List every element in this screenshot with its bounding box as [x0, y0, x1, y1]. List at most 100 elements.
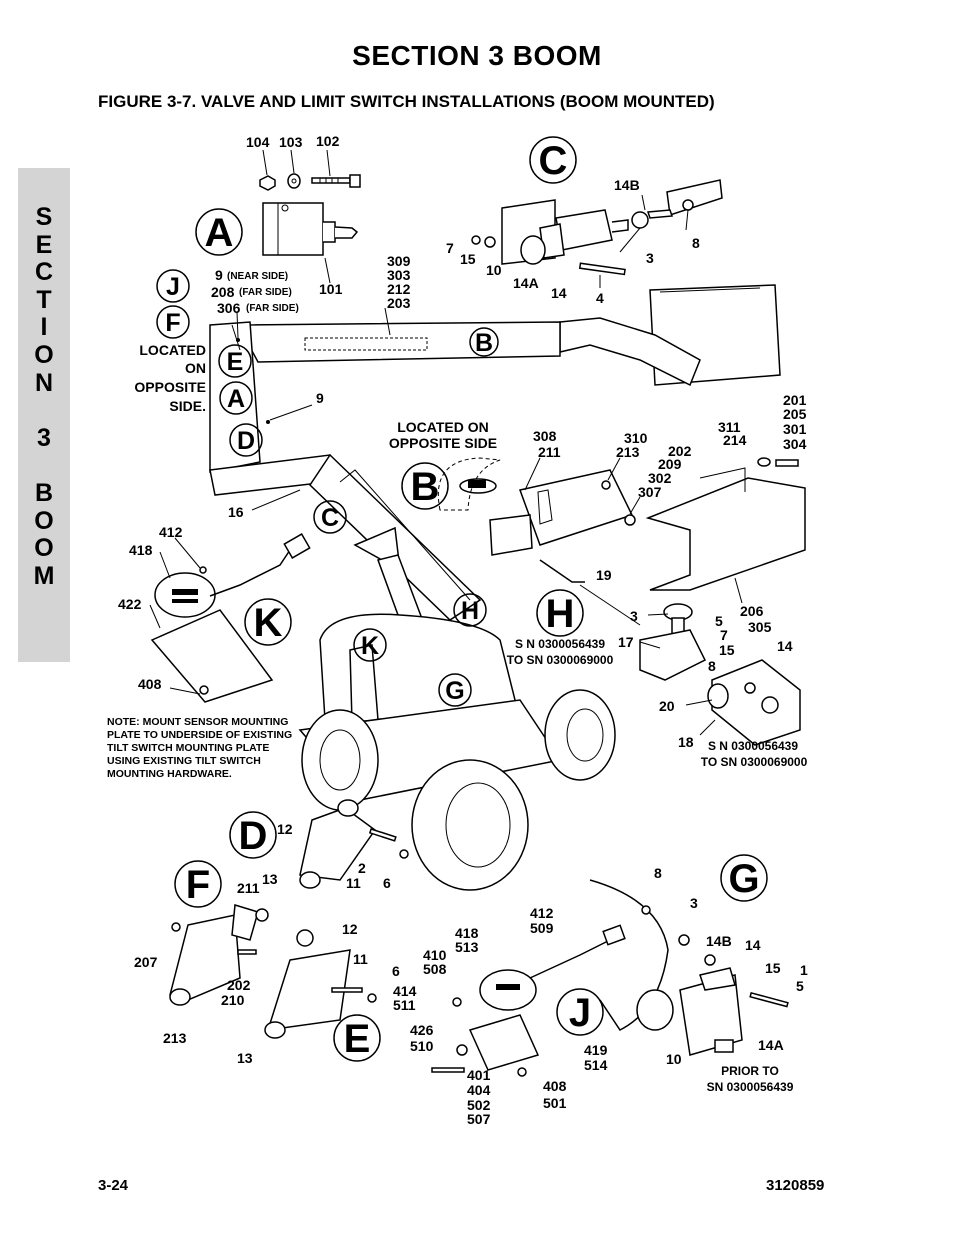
side-tab-letter: E: [35, 230, 53, 259]
label-g-15: 15: [765, 960, 781, 976]
label-426: 426: [410, 1022, 434, 1038]
label-f-207: 207: [134, 954, 158, 970]
callout-d-small: D: [237, 427, 255, 455]
label-d-11: 11: [346, 875, 361, 891]
label-418: 418: [129, 542, 153, 558]
page-number: 3-24: [98, 1177, 129, 1194]
label-508: 508: [423, 961, 447, 977]
callout-k-small: K: [361, 632, 379, 660]
label-201: 201: [783, 392, 807, 408]
label-18: 18: [678, 734, 694, 750]
label-101: 101: [319, 281, 343, 297]
label-304: 304: [783, 436, 807, 452]
callout-k: K: [254, 601, 283, 645]
label-401: 401: [467, 1067, 491, 1083]
label-502: 502: [467, 1097, 491, 1113]
label-14: 14: [551, 285, 567, 301]
note-line-2: PLATE TO UNDERSIDE OF EXISTING: [107, 729, 292, 741]
label-302: 302: [648, 470, 672, 486]
label-14b: 14B: [614, 177, 640, 193]
document-number: 3120859: [766, 1177, 825, 1194]
label-located: LOCATED: [139, 342, 206, 358]
label-501: 501: [543, 1095, 567, 1111]
label-e-13: 13: [237, 1050, 253, 1066]
label-g-14b: 14B: [706, 933, 732, 949]
label-g-8: 8: [654, 865, 662, 881]
side-tab-letter: C: [34, 258, 54, 287]
label-prior-sn: SN 0300056439: [707, 1080, 794, 1094]
label-209: 209: [658, 456, 682, 472]
label-507: 507: [467, 1111, 491, 1127]
label-g-10: 10: [666, 1051, 682, 1067]
label-305: 305: [748, 619, 772, 635]
label-d-13: 13: [262, 871, 278, 887]
label-sn-1a: S N 0300056439: [515, 637, 605, 651]
section-side-tab: S E C T I O N 3 B O O M: [18, 168, 70, 662]
label-8-h: 8: [708, 658, 716, 674]
side-tab-letter: O: [34, 340, 54, 369]
label-d-2: 2: [358, 860, 366, 876]
label-19: 19: [596, 567, 612, 583]
note-line-3: TILT SWITCH MOUNTING PLATE: [107, 742, 269, 754]
callout-a: A: [205, 211, 234, 255]
label-e-12: 12: [342, 921, 358, 937]
label-8: 8: [692, 235, 700, 251]
detail-e-switch: [264, 929, 377, 1039]
callout-c: C: [539, 139, 568, 183]
label-prior-to: PRIOR TO: [721, 1064, 779, 1078]
detail-d-switch: [299, 799, 409, 889]
label-307: 307: [638, 484, 662, 500]
callout-c-small: C: [321, 504, 339, 532]
side-tab-letter: O: [34, 534, 54, 563]
label-208: 208: [211, 284, 235, 300]
label-103: 103: [279, 134, 303, 150]
label-e-6: 6: [392, 963, 400, 979]
label-202: 202: [668, 443, 692, 459]
detail-c-valve: [471, 179, 723, 288]
label-7: 7: [446, 240, 454, 256]
label-311: 311: [718, 419, 741, 435]
label-g-3: 3: [690, 895, 698, 911]
callout-markers: A C J F B E A D B C K H H K G D F G J: [156, 136, 768, 1062]
label-511: 511: [393, 997, 416, 1013]
label-419: 419: [584, 1042, 608, 1058]
callout-j-small: J: [166, 273, 180, 301]
label-214: 214: [723, 432, 747, 448]
label-206: 206: [740, 603, 764, 619]
label-213: 213: [616, 444, 640, 460]
label-sn-2a: S N 0300056439: [708, 739, 798, 753]
callout-b: B: [411, 465, 440, 509]
side-tab-letter: S: [35, 203, 53, 231]
label-414: 414: [393, 983, 417, 999]
side-tab-letter: I: [40, 313, 48, 342]
label-412: 412: [159, 524, 183, 540]
label-g-5: 5: [796, 978, 804, 994]
label-g-1: 1: [800, 962, 808, 978]
label-15-h: 15: [719, 642, 735, 658]
label-514: 514: [584, 1057, 608, 1073]
label-g-14a: 14A: [758, 1037, 784, 1053]
label-15: 15: [460, 251, 476, 267]
label-14a: 14A: [513, 275, 539, 291]
main-machine: [209, 284, 781, 891]
label-410: 410: [423, 947, 447, 963]
note-line-1: NOTE: MOUNT SENSOR MOUNTING: [107, 716, 288, 728]
label-20: 20: [659, 698, 675, 714]
label-7-h: 7: [720, 627, 728, 643]
side-tab-letter: B: [34, 478, 54, 507]
label-513: 513: [455, 939, 479, 955]
label-f-213: 213: [163, 1030, 187, 1046]
label-side: SIDE.: [169, 398, 206, 414]
label-16: 16: [228, 504, 244, 520]
label-510: 510: [410, 1038, 434, 1054]
note-line-5: MOUNTING HARDWARE.: [107, 768, 232, 780]
label-422: 422: [118, 596, 142, 612]
label-far-side-2: (FAR SIDE): [246, 303, 299, 314]
label-d-12: 12: [277, 821, 293, 837]
label-102: 102: [316, 133, 340, 149]
detail-j-sensor: [431, 879, 674, 1077]
callout-e: E: [344, 1017, 371, 1061]
label-9: 9: [316, 390, 324, 406]
detail-a-valve: [259, 149, 361, 284]
